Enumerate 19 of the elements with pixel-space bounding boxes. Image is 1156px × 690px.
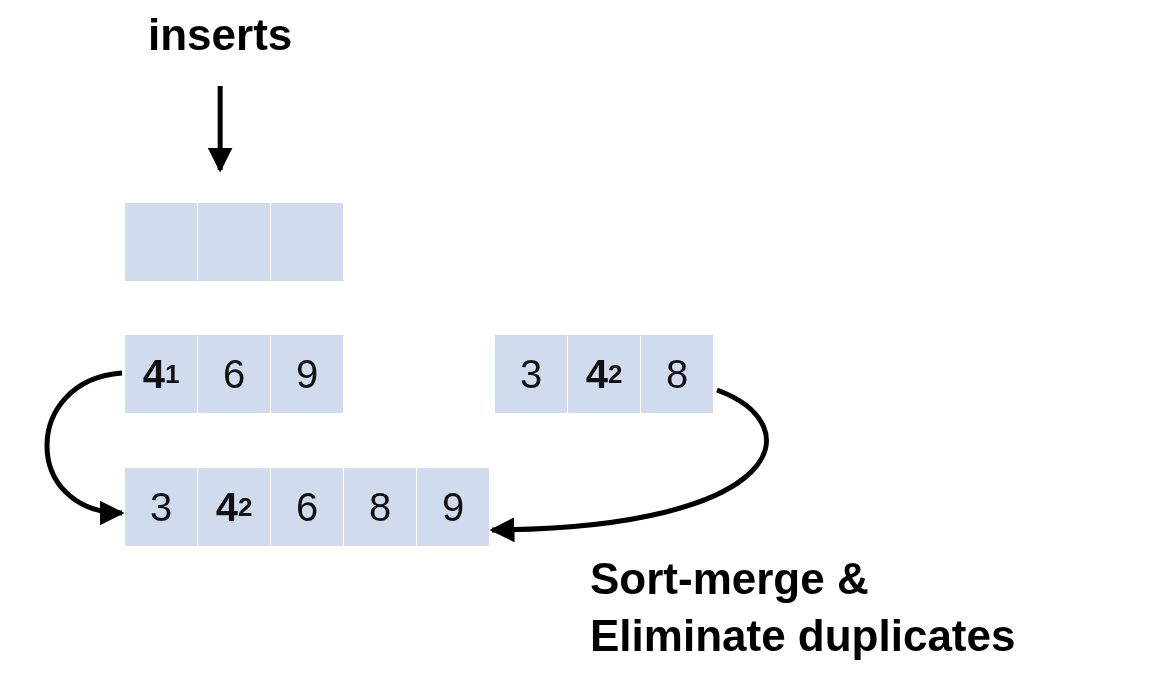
empty-cell [125, 203, 197, 281]
array-cell: 3 [495, 335, 567, 413]
array-cell: 8 [344, 468, 416, 546]
empty-cell [198, 203, 270, 281]
arrow [44, 370, 125, 523]
array-cell: 9 [417, 468, 489, 546]
array-cell: 8 [641, 335, 713, 413]
array-cell: 6 [198, 335, 270, 413]
arrow [207, 86, 233, 173]
heading-text: inserts [148, 10, 293, 60]
array-row [495, 335, 713, 415]
arrow [489, 387, 769, 542]
array-row [125, 203, 343, 283]
array-cell: 6 [271, 468, 343, 546]
empty-cell [271, 203, 343, 281]
array-row [125, 335, 343, 415]
array-cell: 9 [271, 335, 343, 413]
array-cell: 3 [125, 468, 197, 546]
array-row [125, 468, 489, 548]
